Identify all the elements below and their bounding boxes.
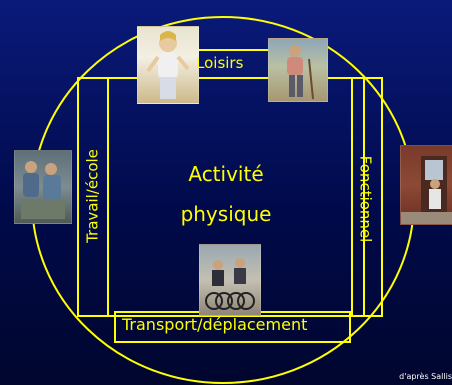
photo-man-walking [268, 38, 328, 102]
photo-person-doorway [400, 145, 452, 225]
photo-cyclists [199, 244, 261, 316]
right-band [351, 77, 383, 317]
center-title-line2: physique [180, 202, 272, 226]
left-band [77, 77, 109, 317]
photo-runner-woman [137, 26, 199, 104]
label-loisirs: Loisirs [196, 54, 244, 72]
label-transport-deplacement: Transport/déplacement [122, 315, 308, 334]
photo-workers-industrial [14, 150, 72, 224]
source-credit: d'après Sallis [399, 372, 452, 381]
center-title-line1: Activité [188, 162, 264, 186]
